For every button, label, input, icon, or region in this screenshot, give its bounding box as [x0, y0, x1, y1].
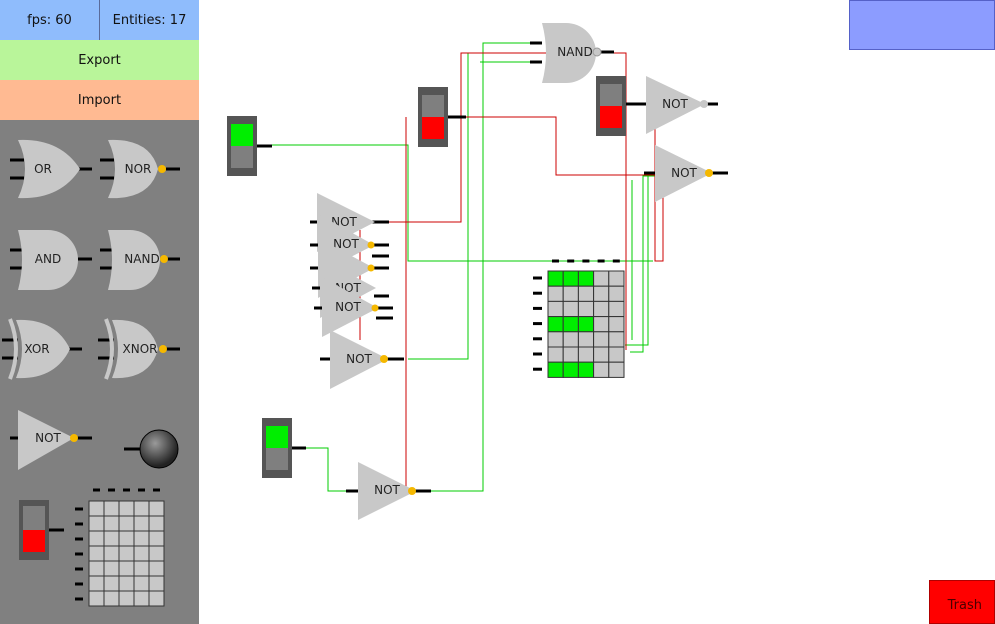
matrix-cell [608, 346, 625, 363]
component-palette: OR NOR AND NAND [2, 139, 180, 607]
matrix-cell [562, 270, 579, 287]
matrix-cell [593, 300, 610, 318]
matrix-cell [562, 285, 579, 302]
matrix-cell [547, 300, 564, 318]
matrix-cell [577, 285, 595, 302]
palette-not-label: NOT [35, 431, 61, 445]
inverter-bubble [70, 434, 78, 442]
matrix-cell [593, 331, 610, 348]
palette-nand-gate[interactable]: NAND [100, 230, 180, 290]
matrix-cell [577, 346, 595, 363]
palette-nor-gate[interactable]: NOR [100, 139, 180, 199]
matrix-cell [577, 270, 595, 287]
palette-xor-gate[interactable]: XOR [2, 318, 82, 380]
matrix-cell [577, 300, 595, 318]
palette-lamp[interactable] [124, 429, 179, 469]
palette-or-gate[interactable]: OR [10, 139, 92, 199]
matrix-cell [562, 331, 579, 348]
sidebar: fps: 60 Entities: 17 Export Import OR NO… [0, 0, 199, 624]
matrix-cell [547, 331, 564, 348]
matrix-cell [577, 316, 595, 333]
export-button[interactable]: Export [0, 40, 199, 80]
canvas-switch-off[interactable] [596, 76, 646, 136]
matrix-cell [593, 285, 610, 302]
matrix-cell [608, 316, 625, 333]
matrix-cell [608, 300, 625, 318]
matrix-cell [593, 316, 610, 333]
palette-switch[interactable] [19, 500, 64, 560]
palette-xnor-gate[interactable]: XNOR [98, 318, 180, 380]
blue-panel [849, 0, 995, 50]
matrix-cell [608, 270, 625, 287]
canvas-not-gate-stack[interactable]: NOT NOT NOT [310, 193, 404, 389]
fps-counter: fps: 60 [0, 0, 100, 40]
lamp-icon [139, 429, 179, 469]
matrix-cell [562, 300, 579, 318]
import-button[interactable]: Import [0, 80, 199, 120]
matrix-cell [577, 361, 595, 378]
palette-nor-label: NOR [125, 162, 152, 176]
palette-and-gate[interactable]: AND [10, 230, 92, 290]
inverter-bubble [159, 345, 167, 353]
canvas-nand-gate[interactable]: NAND [530, 23, 614, 83]
matrix-cell [593, 270, 610, 287]
canvas-matrix-display[interactable] [533, 259, 625, 378]
palette-xor-label: XOR [24, 342, 49, 356]
canvas-nand-label: NAND [557, 45, 592, 59]
matrix-cell [562, 316, 579, 333]
matrix-cell [547, 346, 564, 363]
canvas-not-label: NOT [333, 237, 359, 251]
matrix-cell [577, 331, 595, 348]
matrix-cell [547, 285, 564, 302]
palette-matrix-display[interactable] [75, 488, 165, 607]
canvas-not-label: NOT [374, 483, 400, 497]
canvas-not-label: NOT [662, 97, 688, 111]
canvas-not-label: NOT [346, 352, 372, 366]
inverter-bubble [160, 255, 168, 263]
trash-button[interactable]: Trash [929, 580, 995, 624]
palette-or-label: OR [34, 162, 52, 176]
matrix-cell [593, 361, 610, 378]
entities-counter: Entities: 17 [100, 0, 199, 40]
canvas-not-gate[interactable]: NOT [644, 145, 728, 202]
canvas-not-label: NOT [335, 300, 361, 314]
inverter-bubble [158, 165, 166, 173]
matrix-cell [547, 316, 564, 333]
matrix-cell [562, 346, 579, 363]
palette-xnor-label: XNOR [123, 342, 158, 356]
matrix-cell [608, 285, 625, 302]
palette-not-gate[interactable]: NOT [10, 410, 92, 470]
matrix-cell [547, 361, 564, 378]
matrix-cell [593, 346, 610, 363]
matrix-cell [608, 331, 625, 348]
canvas-switch-on[interactable] [227, 116, 272, 176]
matrix-cell [562, 361, 579, 378]
canvas-switch-on[interactable] [262, 418, 306, 478]
canvas-not-gate[interactable]: NOT [346, 462, 431, 520]
matrix-cell [608, 361, 625, 378]
canvas-switch-off[interactable] [418, 87, 466, 147]
palette-nand-label: NAND [124, 252, 159, 266]
palette-and-label: AND [35, 252, 61, 266]
canvas-not-label: NOT [671, 166, 697, 180]
matrix-cell [547, 270, 564, 287]
